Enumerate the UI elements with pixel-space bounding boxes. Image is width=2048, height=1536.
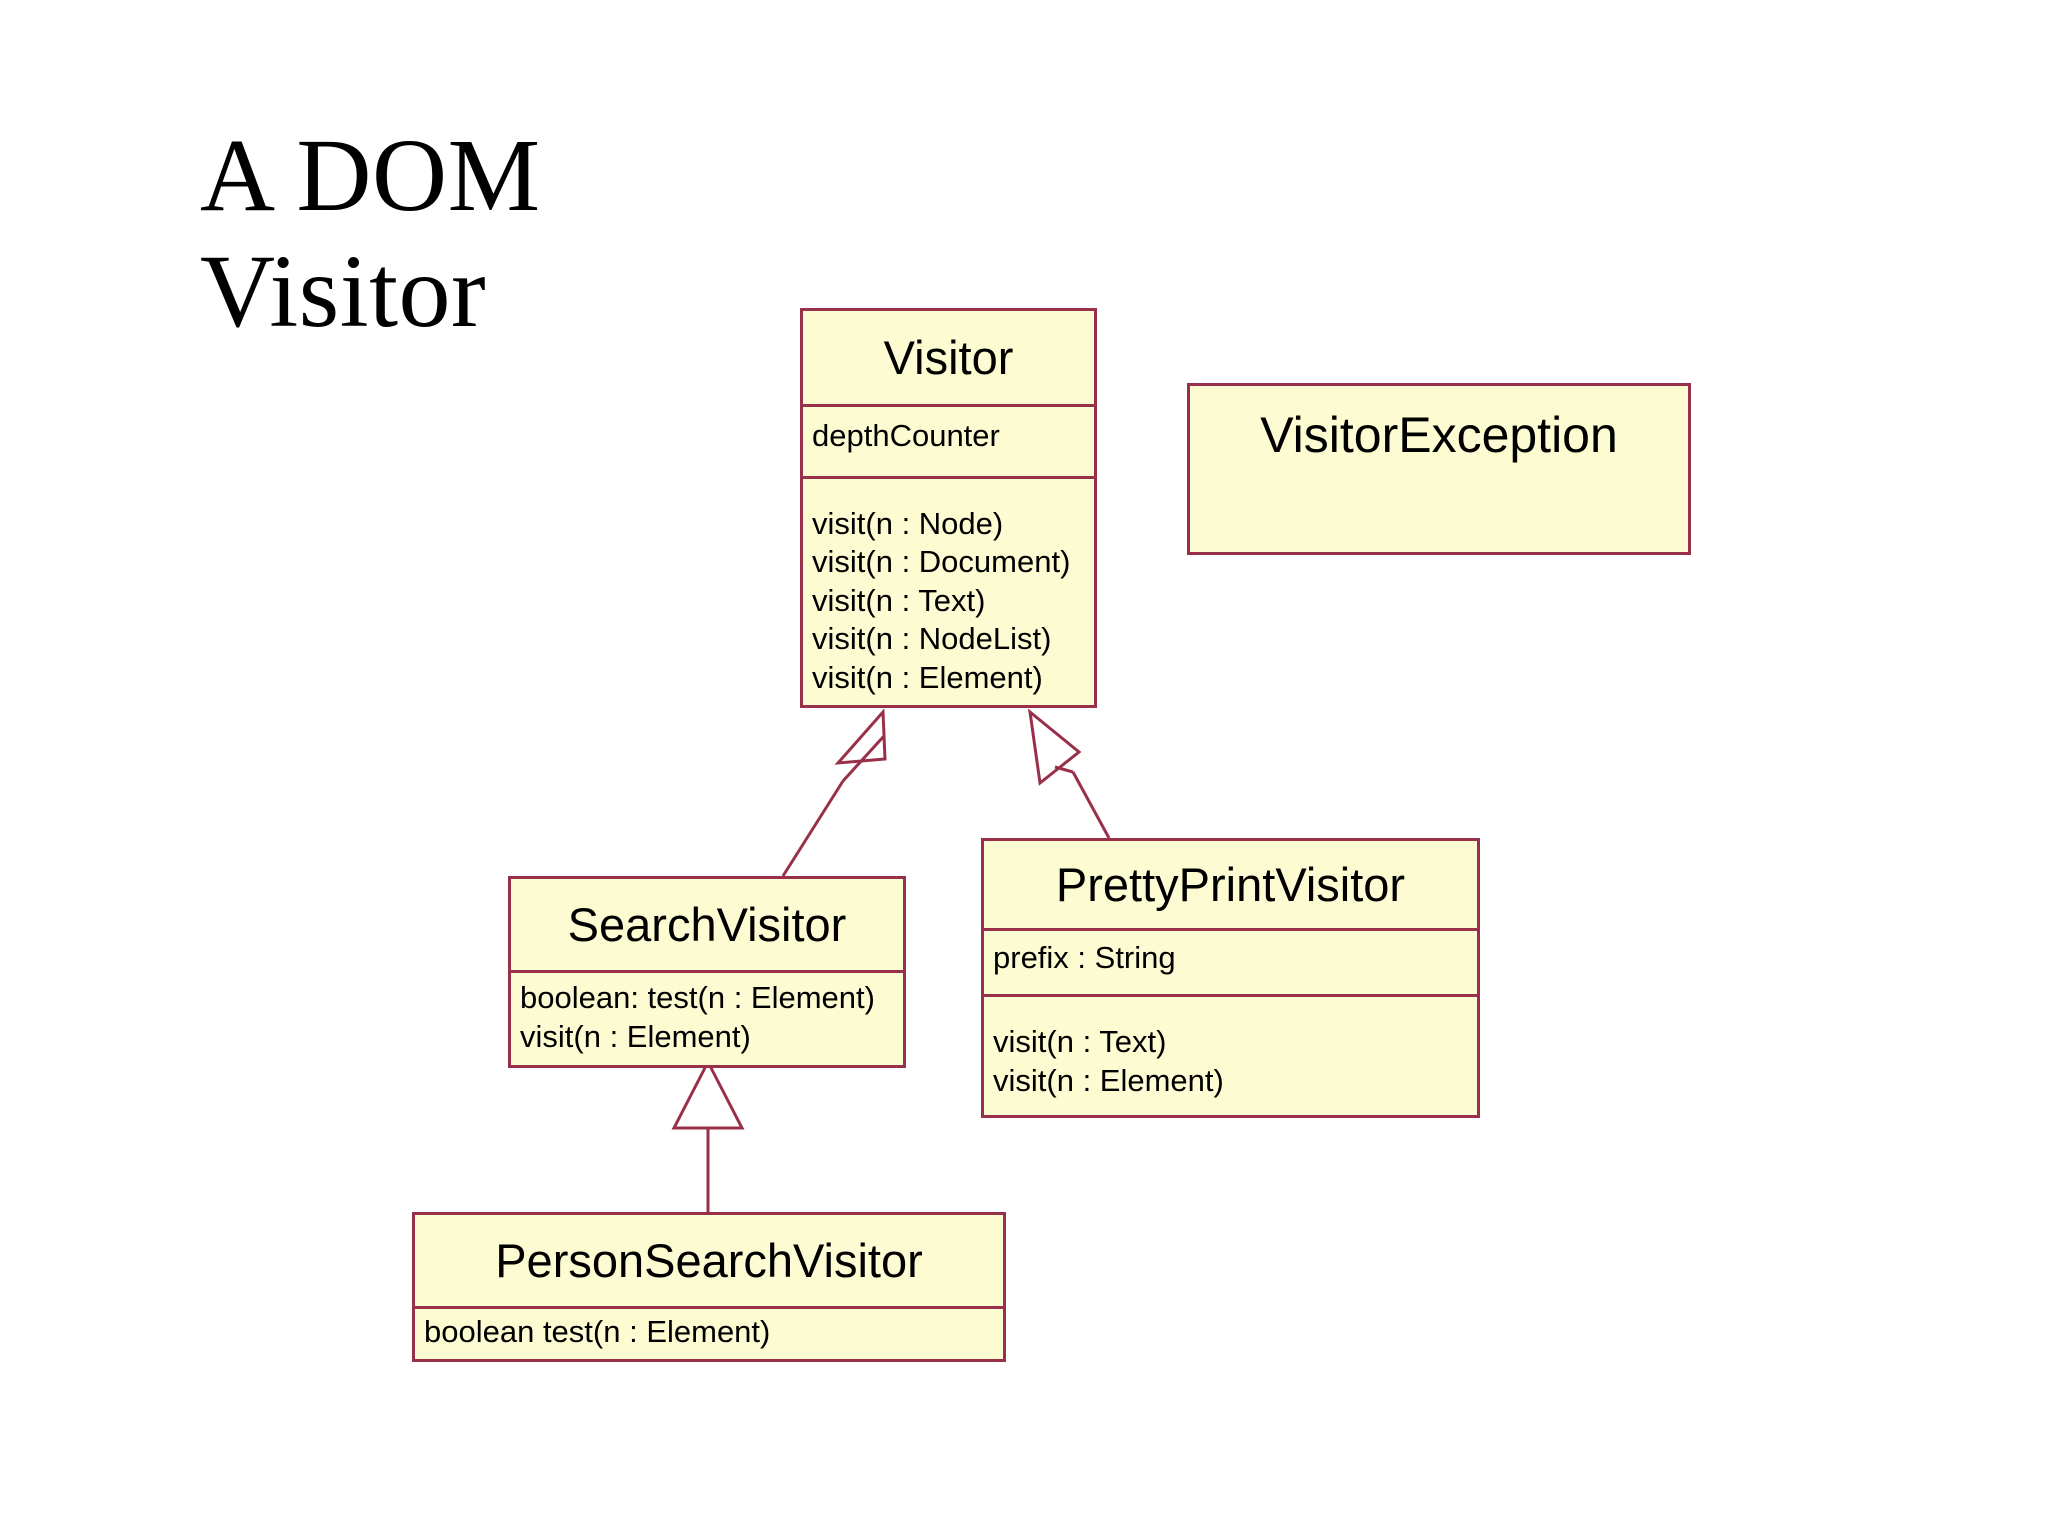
operation-item: boolean test(n : Element) xyxy=(424,1314,771,1349)
generalization-prettyprintvisitor-to-visitor xyxy=(1027,708,1111,839)
operation-item: visit(n : Element) xyxy=(812,659,1043,695)
uml-class-visitor[interactable]: Visitor depthCounter visit(n : Node) vis… xyxy=(800,308,1097,708)
attribute-item: depthCounter xyxy=(812,418,1000,453)
class-name-compartment: PersonSearchVisitor xyxy=(415,1215,1003,1306)
operation-item: visit(n : Document) xyxy=(812,544,1071,580)
class-name-compartment: SearchVisitor xyxy=(511,879,903,970)
uml-class-searchvisitor[interactable]: SearchVisitor boolean: test(n : Element)… xyxy=(508,876,906,1068)
operations-compartment: boolean: test(n : Element) visit(n : Ele… xyxy=(511,970,903,1065)
operations-compartment: visit(n : Text) visit(n : Element) xyxy=(984,994,1477,1115)
attributes-compartment: prefix : String xyxy=(984,927,1477,994)
generalization-searchvisitor-to-visitor xyxy=(781,708,887,877)
uml-class-visitorexception[interactable]: VisitorException xyxy=(1187,383,1691,555)
operations-compartment: boolean test(n : Element) xyxy=(415,1306,1003,1359)
class-name-label: Visitor xyxy=(883,331,1014,384)
class-name-compartment: Visitor xyxy=(803,311,1094,404)
class-name-label: PrettyPrintVisitor xyxy=(1055,857,1406,911)
operation-item: boolean: test(n : Element) xyxy=(520,980,875,1016)
operation-item: visit(n : Node) xyxy=(812,506,1004,541)
generalization-personsearchvisitor-to-searchvisitor xyxy=(671,1058,745,1212)
operation-item: visit(n : Text) xyxy=(812,582,986,618)
operation-item: visit(n : Text) xyxy=(993,1024,1167,1060)
class-name-label: SearchVisitor xyxy=(567,898,847,952)
class-name-label: VisitorException xyxy=(1260,407,1618,463)
uml-class-personsearchvisitor[interactable]: PersonSearchVisitor boolean test(n : Ele… xyxy=(412,1212,1006,1362)
operations-compartment: visit(n : Node) visit(n : Document) visi… xyxy=(803,476,1094,705)
class-name-compartment: VisitorException xyxy=(1190,386,1688,552)
attribute-item: prefix : String xyxy=(993,939,1176,975)
page-title: A DOM Visitor xyxy=(200,118,541,350)
operation-item: visit(n : Element) xyxy=(993,1062,1224,1098)
class-name-label: PersonSearchVisitor xyxy=(495,1234,923,1287)
attributes-compartment: depthCounter xyxy=(803,404,1094,476)
class-name-compartment: PrettyPrintVisitor xyxy=(984,841,1477,928)
operation-item: visit(n : Element) xyxy=(520,1018,751,1054)
uml-class-prettyprintvisitor[interactable]: PrettyPrintVisitor prefix : String visit… xyxy=(981,838,1480,1118)
operation-item: visit(n : NodeList) xyxy=(812,621,1052,657)
